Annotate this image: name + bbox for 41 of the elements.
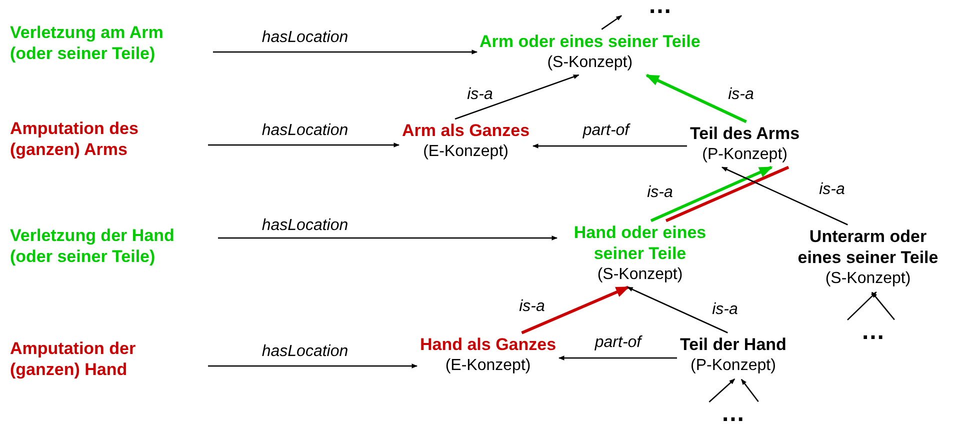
concept-name: Teil des Arms: [690, 123, 800, 144]
arrow: [708, 378, 736, 402]
concept-type: (E-Konzept): [444, 356, 532, 376]
arrow: [521, 286, 630, 334]
concept-type: (S-Konzept): [824, 269, 912, 289]
concept-name: Hand oder eines seiner Teile: [572, 222, 708, 264]
edge-label: part-of: [594, 334, 642, 352]
ellipsis-text: …: [837, 322, 909, 342]
finding-label: Verletzung der Hand (oder seiner Teile): [10, 225, 215, 267]
finding-label: Amputation des (ganzen) Arms: [10, 118, 205, 160]
ellipsis-text: …: [697, 404, 769, 424]
concept-type: (S-Konzept): [596, 265, 684, 285]
concept-name: Unterarm oder eines seiner Teile: [796, 226, 940, 268]
arrow: [650, 166, 773, 222]
arrow: [847, 292, 877, 320]
arrow: [558, 356, 677, 360]
concept-name: Arm als Ganzes: [402, 120, 530, 141]
arrow: [871, 292, 895, 320]
concept-name: Hand als Ganzes: [420, 334, 556, 355]
concept-type: (P-Konzept): [690, 356, 777, 376]
arrow: [627, 286, 728, 334]
arrow: [722, 166, 848, 226]
arrow: [601, 15, 622, 30]
ellipsis-text: …: [624, 0, 696, 16]
concept-name: Arm oder eines seiner Teile: [480, 31, 700, 52]
finding-label: Amputation der (ganzen) Hand: [10, 338, 205, 380]
concept-name: Teil der Hand: [680, 334, 786, 355]
arrow: [218, 236, 558, 240]
finding-label: Verletzung am Arm (oder seiner Teile): [10, 22, 210, 64]
arrow: [213, 50, 478, 54]
concept-type: (E-Konzept): [422, 142, 510, 162]
arrow: [532, 144, 687, 148]
arrow: [208, 142, 400, 148]
arrow: [208, 364, 418, 368]
concept-type: (P-Konzept): [701, 145, 788, 165]
arrow: [740, 378, 759, 402]
concept-type: (S-Konzept): [546, 53, 634, 73]
arrow: [646, 74, 747, 124]
connector-line: [665, 166, 790, 222]
arrow: [454, 74, 580, 120]
edge-label: part-of: [582, 122, 630, 140]
